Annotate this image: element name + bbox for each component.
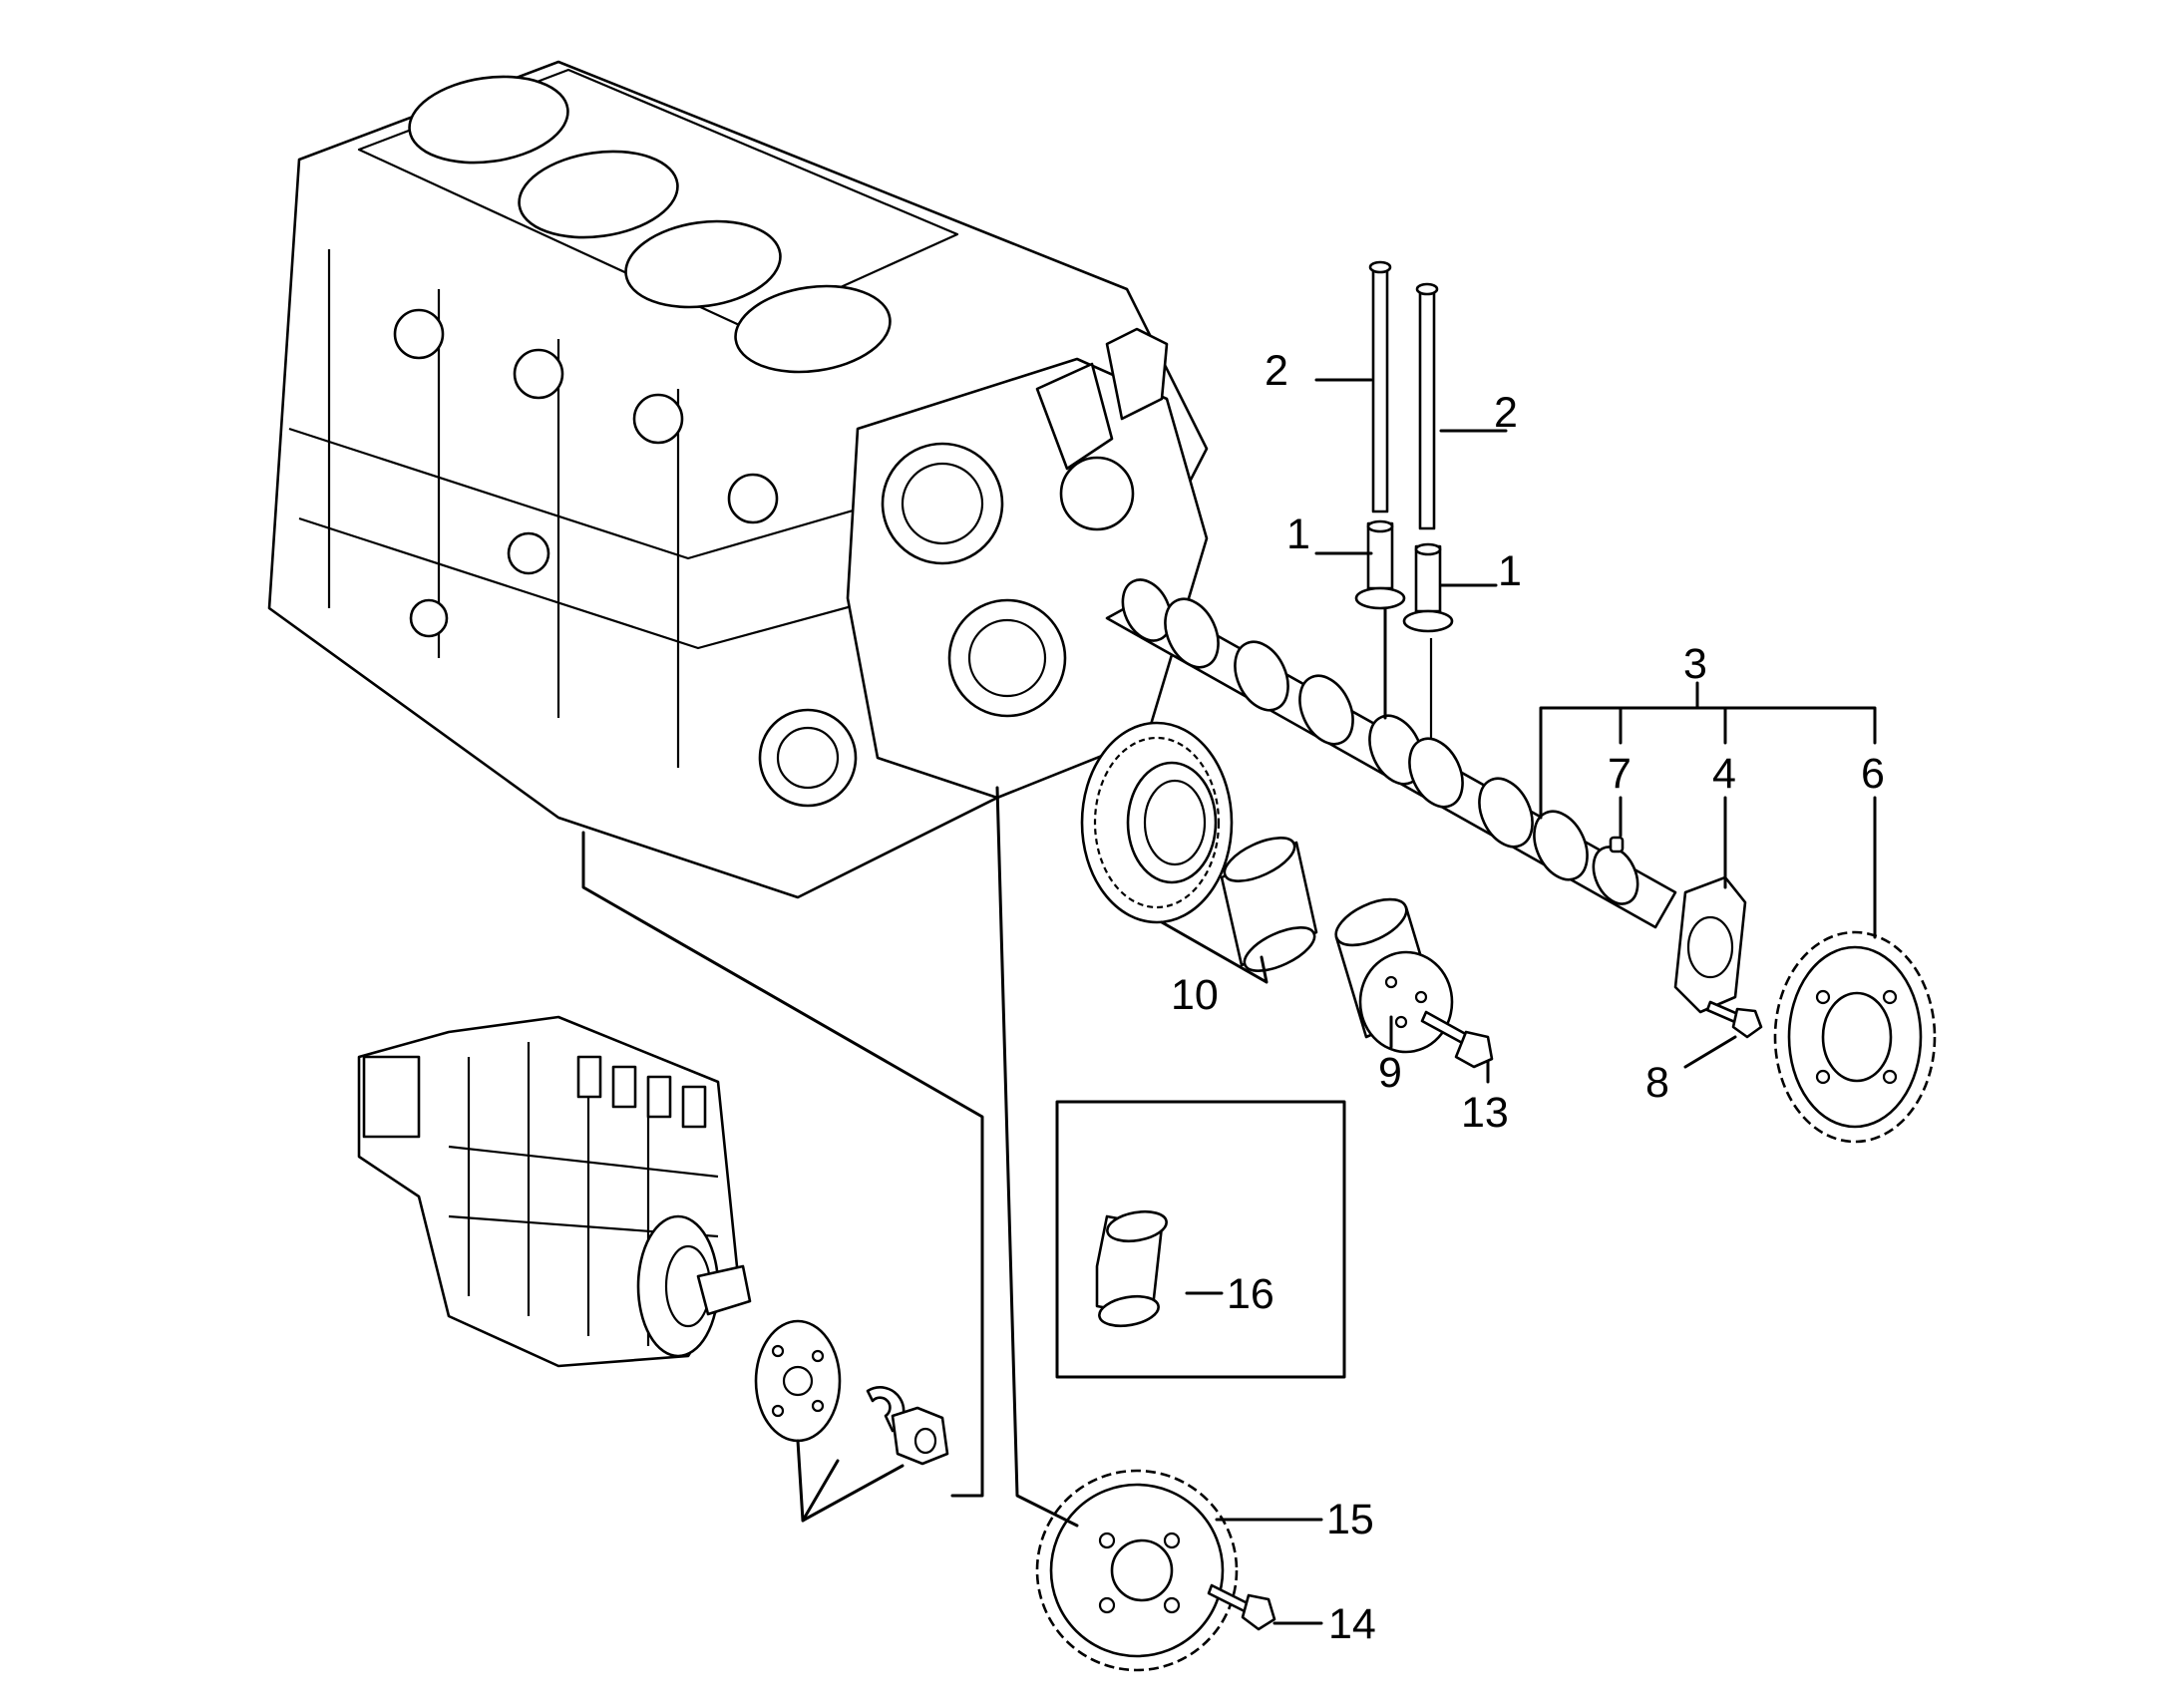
callout-1a: 1	[1286, 511, 1310, 558]
callout-4: 4	[1712, 750, 1736, 798]
callout-9: 9	[1378, 1049, 1402, 1097]
inset-frame	[1055, 1100, 1346, 1379]
pump-gear	[1035, 1469, 1239, 1672]
callout-10: 10	[1171, 971, 1219, 1019]
camshaft-gear	[1773, 930, 1937, 1144]
callout-14: 14	[1328, 1600, 1376, 1648]
key	[1609, 836, 1625, 854]
push-rods	[1368, 260, 1439, 530]
camshaft	[1105, 578, 1677, 929]
pump-gear-bolt	[1207, 1583, 1276, 1631]
thrust-plate	[1673, 875, 1747, 1014]
callout-13: 13	[1461, 1089, 1509, 1137]
assembly-lines	[581, 606, 1387, 1528]
callout-16: 16	[1227, 1270, 1274, 1318]
callout-3: 3	[1683, 640, 1707, 688]
idler-bolt	[1420, 1010, 1494, 1069]
callout-2b: 2	[1494, 389, 1518, 437]
callout-2a: 2	[1265, 347, 1288, 395]
plate-bolt	[1705, 1000, 1763, 1039]
leader-lines	[1185, 378, 1877, 1625]
tappets	[1354, 519, 1454, 738]
injection-pump	[357, 1015, 752, 1368]
idler-shaft	[1334, 897, 1454, 1054]
pump-coupling	[754, 1319, 842, 1443]
engine-block	[267, 60, 1209, 899]
pump-nut	[891, 1406, 949, 1466]
bushing	[1095, 1209, 1168, 1328]
callouts: 2 2 1 1 3 7 4 6 10 9 8 13 16 15 14	[1171, 347, 1885, 1648]
idler-gear	[1080, 721, 1234, 924]
callout-8: 8	[1645, 1059, 1669, 1107]
callout-6: 6	[1861, 750, 1885, 798]
callout-1b: 1	[1498, 547, 1522, 595]
callout-7: 7	[1608, 750, 1632, 798]
idler-bushing	[1220, 837, 1318, 972]
callout-15: 15	[1326, 1496, 1374, 1543]
